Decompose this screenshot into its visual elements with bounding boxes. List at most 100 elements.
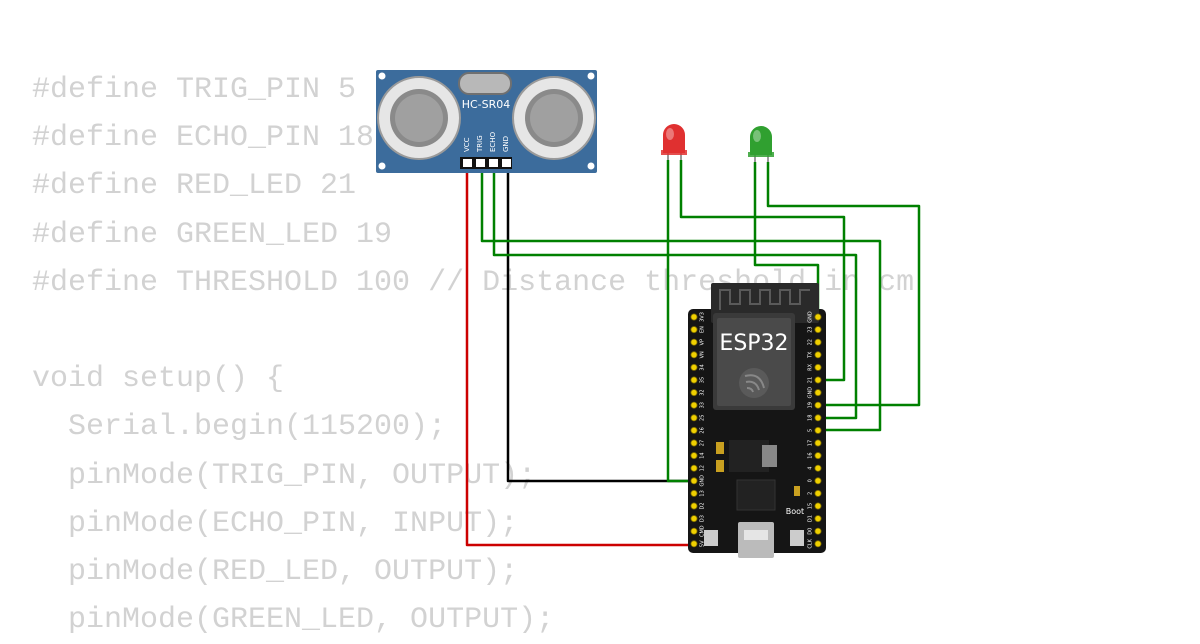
esp32-pin-left[interactable]	[690, 452, 698, 460]
esp32-pin-left[interactable]	[690, 527, 698, 535]
esp32-pin-label: 21	[808, 377, 814, 383]
wire-gnd-gnd	[506, 168, 694, 483]
esp32-pin-right[interactable]	[814, 515, 822, 523]
esp32-pin-right[interactable]	[814, 414, 822, 422]
esp32-pin-label: 19	[808, 402, 814, 408]
esp32-pin-left[interactable]	[690, 502, 698, 510]
sensor-label: HC-SR04	[462, 98, 511, 111]
sensor-pin-gnd[interactable]	[502, 159, 511, 167]
esp32-pin-label: 18	[808, 415, 814, 421]
code-line: void setup() {	[32, 362, 285, 397]
esp32-pin-left[interactable]	[690, 363, 698, 371]
esp32-pin-left[interactable]	[690, 414, 698, 422]
wire-trig-d5	[480, 168, 882, 432]
led-red-rim	[661, 150, 687, 155]
esp32-pin-left[interactable]	[690, 376, 698, 384]
esp32-pin-label: 26	[700, 427, 706, 433]
esp32-pin-label: TX	[808, 351, 814, 359]
wires	[465, 160, 921, 547]
esp32-pin-right[interactable]	[814, 389, 822, 397]
esp32-board[interactable]: ESP32 Boot 3V3ENVPVN343532332526271412GN…	[688, 283, 826, 558]
sensor-pin-vcc[interactable]	[463, 159, 472, 167]
sensor-pin-trig[interactable]	[476, 159, 485, 167]
code-line: #define ECHO_PIN 18	[32, 121, 375, 156]
esp32-pin-label: 27	[700, 440, 706, 446]
esp32-pin-left[interactable]	[690, 401, 698, 409]
wire-vcc-5v	[465, 168, 694, 547]
esp32-pin-right[interactable]	[814, 527, 822, 535]
sensor-mount-hole	[587, 72, 595, 80]
esp32-boot-button[interactable]	[790, 530, 804, 546]
code-line: #define GREEN_LED 19	[32, 217, 393, 252]
esp32-pin-right[interactable]	[814, 363, 822, 371]
code-line: pinMode(RED_LED, OUTPUT);	[32, 554, 519, 589]
esp32-pin-right[interactable]	[814, 351, 822, 359]
esp32-pin-label: 0	[808, 479, 814, 482]
sensor-pin-echo[interactable]	[489, 159, 498, 167]
green-led[interactable]	[748, 126, 774, 162]
esp32-pin-left[interactable]	[690, 326, 698, 334]
code-line: Serial.begin(115200);	[32, 410, 447, 445]
esp32-pin-right[interactable]	[814, 452, 822, 460]
esp32-pin-label: D0	[808, 528, 814, 535]
esp32-pin-right[interactable]	[814, 502, 822, 510]
esp32-pin-left[interactable]	[690, 489, 698, 497]
esp32-pin-right[interactable]	[814, 540, 822, 548]
esp32-pin-label: 14	[700, 452, 706, 458]
esp32-pin-left[interactable]	[690, 439, 698, 447]
red-led[interactable]	[661, 124, 687, 160]
circuit-diagram: HC-SR04 VCC TRIG ECHO GND ESP32	[376, 70, 921, 558]
code-line: #define THRESHOLD 100 // Distance thresh…	[32, 265, 915, 300]
esp32-en-button[interactable]	[704, 530, 718, 546]
esp32-pin-label: 35	[700, 377, 706, 383]
esp32-pin-label: D2	[700, 502, 706, 509]
sensor-mount-hole	[378, 162, 386, 170]
esp32-pin-right[interactable]	[814, 326, 822, 334]
esp32-pin-label: 5V	[700, 540, 706, 547]
esp32-pin-right[interactable]	[814, 464, 822, 472]
led-red-body	[663, 124, 685, 153]
esp32-pin-label: 16	[808, 452, 814, 458]
wire-red-led-d21	[679, 160, 846, 382]
esp32-pin-left[interactable]	[690, 351, 698, 359]
sensor-pin-label-gnd: GND	[502, 136, 510, 152]
esp32-pin-left[interactable]	[690, 426, 698, 434]
wire-echo-d18	[492, 168, 858, 420]
esp32-pin-left[interactable]	[690, 313, 698, 321]
esp32-pin-left[interactable]	[690, 477, 698, 485]
esp32-pin-right[interactable]	[814, 313, 822, 321]
esp32-pin-label: 15	[808, 503, 814, 509]
led-green-rim	[748, 152, 774, 157]
code-line: pinMode(TRIG_PIN, OUTPUT);	[32, 458, 537, 493]
esp32-pin-label: D3	[700, 515, 706, 522]
esp32-pin-left[interactable]	[690, 389, 698, 397]
esp32-pin-right[interactable]	[814, 376, 822, 384]
esp32-label: ESP32	[719, 331, 788, 356]
esp32-pin-label: 2	[808, 492, 814, 495]
esp32-pin-left[interactable]	[690, 464, 698, 472]
sensor-pin-label-trig: TRIG	[476, 135, 484, 153]
esp32-pin-label: 25	[700, 415, 706, 421]
transducer-left	[377, 76, 461, 160]
esp32-pin-right[interactable]	[814, 477, 822, 485]
esp32-pin-right[interactable]	[814, 489, 822, 497]
esp32-pin-left[interactable]	[690, 338, 698, 346]
esp32-pin-right[interactable]	[814, 338, 822, 346]
esp32-pin-label: CMD	[700, 525, 706, 537]
esp32-pin-label: GND	[700, 475, 706, 487]
esp32-pin-right[interactable]	[814, 401, 822, 409]
led-green-highlight	[753, 130, 761, 142]
code-background: #define TRIG_PIN 5#define ECHO_PIN 18#de…	[32, 66, 914, 644]
sensor-mount-hole	[587, 162, 595, 170]
esp32-pin-left[interactable]	[690, 515, 698, 523]
esp32-pin-right[interactable]	[814, 426, 822, 434]
esp32-pin-right[interactable]	[814, 439, 822, 447]
led-green-body	[750, 126, 772, 155]
esp32-capacitor	[716, 442, 724, 454]
esp32-pin-label: 5	[808, 429, 814, 432]
esp32-pin-left[interactable]	[690, 540, 698, 548]
esp32-pin-label: GND	[808, 311, 814, 323]
ultrasonic-sensor[interactable]: HC-SR04 VCC TRIG ECHO GND	[376, 70, 597, 173]
esp32-pin-label: D1	[808, 515, 814, 522]
